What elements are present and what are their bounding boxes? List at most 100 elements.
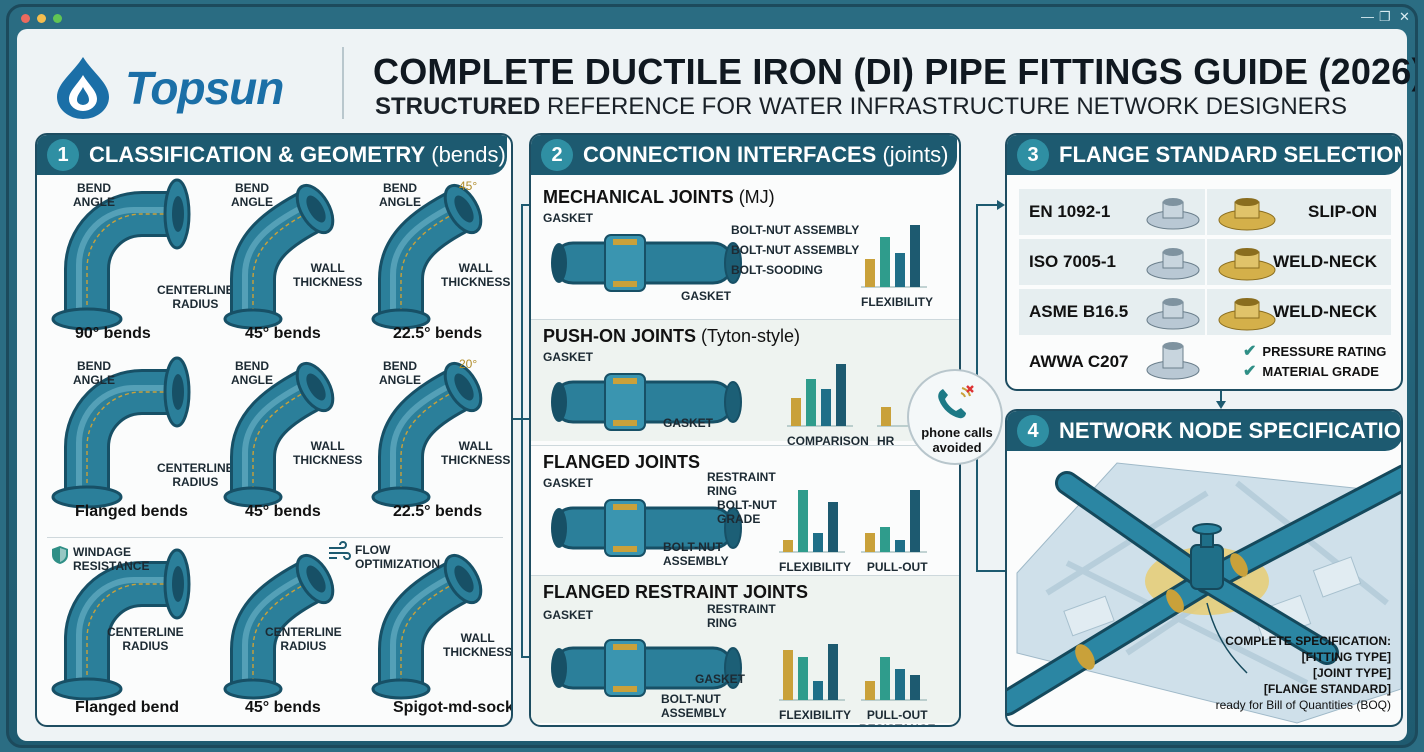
flange-silver-icon <box>1146 248 1200 280</box>
bend-caption: 45° bends <box>245 325 321 342</box>
check-label: PRESSURE RATING <box>1262 344 1387 359</box>
spec-line: [JOINT TYPE] <box>1312 666 1391 680</box>
mini-bar <box>880 527 890 552</box>
panel4-number: 4 <box>1017 415 1049 447</box>
bend-caption: 45° bends <box>245 503 321 520</box>
feature-flow: FLOW OPTIMIZATION <box>355 543 441 571</box>
flange-standard: EN 1092-1 <box>1029 202 1111 221</box>
joint-part-label: BOLT-NUT ASSEMBLY <box>663 540 729 568</box>
mini-bar <box>791 398 801 426</box>
mini-bar-chart <box>861 490 927 553</box>
table-separator <box>1205 239 1207 285</box>
phone-icon <box>938 385 974 419</box>
bend-label: BEND ANGLE <box>73 359 115 387</box>
mini-bar <box>813 533 823 552</box>
panel4-header: 4 NETWORK NODE SPECIFICATION <box>1007 411 1401 451</box>
restore-icon[interactable]: ❐ <box>1379 9 1391 24</box>
mini-chart-label: PULL-OUT RESISTANCE <box>859 708 935 725</box>
spec-line: [FLANGE STANDARD] <box>1263 682 1391 696</box>
panel3-number: 3 <box>1017 139 1049 171</box>
mini-bar-chart <box>861 657 927 701</box>
subtitle-rest: REFERENCE FOR WATER INFRASTRUCTURE NETWO… <box>540 93 1348 120</box>
mini-bar <box>895 540 905 552</box>
mini-bar <box>828 644 838 700</box>
check-item: ✔ MATERIAL GRADE <box>1243 361 1379 381</box>
flange-gold-icon <box>1218 298 1276 331</box>
phone-calls-badge: phone calls avoided <box>907 369 1003 465</box>
bend-label: BEND ANGLE <box>379 181 421 209</box>
bend-label: WALL THICKNESS <box>441 439 511 467</box>
joint-part-label: GASKET <box>663 416 714 430</box>
header-divider <box>342 47 344 119</box>
panel-connection-interfaces: 2 CONNECTION INTERFACES (joints) MECHANI… <box>529 133 961 727</box>
panel1-title-light: (bends) <box>425 142 506 167</box>
panel3-title: FLANGE STANDARD SELECTION <box>1059 142 1403 167</box>
bend-fitting-icon <box>51 356 191 509</box>
joint-part-label: GASKET <box>695 672 746 686</box>
bend-fitting-icon <box>371 553 483 700</box>
mini-bar <box>783 650 793 700</box>
mini-chart-label: FLEXIBILITY <box>779 560 851 574</box>
close-icon[interactable]: ✕ <box>1399 9 1410 24</box>
joint-illustration <box>551 639 742 697</box>
close-dot[interactable] <box>21 14 30 23</box>
joint-title-light: (Tyton-style) <box>696 326 801 346</box>
mini-bar <box>910 225 920 287</box>
spec-note: ready for Bill of Quantities (BOQ) <box>1215 698 1391 712</box>
mini-chart-label: FLEXIBILITY <box>861 295 933 309</box>
mini-bar <box>836 364 846 426</box>
mini-bar <box>828 502 838 552</box>
page-subtitle: STRUCTURED REFERENCE FOR WATER INFRASTRU… <box>375 93 1347 121</box>
mini-bar <box>880 657 890 700</box>
bend-fitting-icon <box>371 183 483 330</box>
shield-icon <box>52 546 68 564</box>
bend-fitting-icon <box>223 183 335 330</box>
flange-row: ASME B16.5 WELD-NECK <box>1019 289 1391 335</box>
panel3-header: 3 FLANGE STANDARD SELECTION <box>1007 135 1403 175</box>
mini-bar <box>895 253 905 287</box>
minimize-dot[interactable] <box>37 14 46 23</box>
mini-bar-chart <box>787 364 853 427</box>
joint-part-label: BOLT-NUT ASSEMBLY <box>731 223 860 237</box>
bend-fitting-icon <box>51 548 191 701</box>
minimize-icon[interactable]: — <box>1361 9 1374 24</box>
table-separator <box>1205 289 1207 335</box>
bend-fitting-icon <box>371 361 483 508</box>
panel2-number: 2 <box>541 139 573 171</box>
panel1-divider <box>47 537 503 538</box>
mini-bar <box>881 407 891 426</box>
check-icon: ✔ <box>1243 363 1257 380</box>
mini-bar <box>880 237 890 287</box>
mini-chart-label: COMPARISON <box>787 434 869 448</box>
bend-caption: 22.5° bends <box>393 503 483 520</box>
joint-part-label: RESTRAINT RING <box>707 470 776 498</box>
joint-title-bold: FLANGED JOINTS <box>543 452 701 472</box>
mini-bar-chart <box>861 225 927 288</box>
panel2-title-light: (joints) <box>876 142 949 167</box>
brand-name: Topsun <box>125 62 284 114</box>
flange-gold-icon <box>1218 198 1276 231</box>
flange-silver-icon <box>1146 298 1200 330</box>
flange-silver-icon <box>1146 198 1200 230</box>
bend-fitting-icon <box>223 361 335 508</box>
check-label: MATERIAL GRADE <box>1262 364 1379 379</box>
flange-type: WELD-NECK <box>1273 302 1377 321</box>
bend-caption: Flanged bends <box>75 503 188 520</box>
title-bar: — ❐ ✕ <box>9 7 1415 29</box>
flange-standard: ASME B16.5 <box>1029 302 1129 321</box>
joint-title-bold: FLANGED RESTRAINT JOINTS <box>543 582 809 602</box>
mini-bar <box>783 540 793 552</box>
maximize-dot[interactable] <box>53 14 62 23</box>
network-map-illustration <box>1007 462 1401 724</box>
